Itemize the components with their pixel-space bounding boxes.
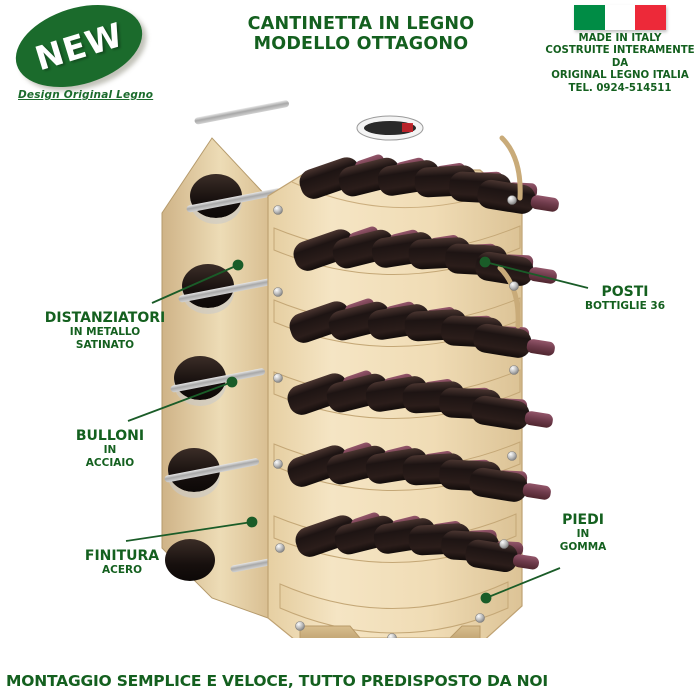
callout-sub2: SATINATO xyxy=(75,338,135,351)
origin-block: MADE IN ITALY COSTRUITE INTERAMENTE DA O… xyxy=(545,5,695,95)
callout-bulloni: BULLONI IN ACCIAIO xyxy=(50,428,170,469)
front-octagon-panel xyxy=(267,115,559,638)
rubber-feet xyxy=(299,625,481,638)
brand-sticker xyxy=(356,115,424,141)
callout-sub1: IN xyxy=(576,528,590,540)
title-line-2: MODELLO OTTAGONO xyxy=(253,34,469,54)
callout-title: POSTI xyxy=(601,284,649,300)
callout-posti: POSTI BOTTIGLIE 36 xyxy=(570,284,680,313)
origin-phone: TEL. 0924-514511 xyxy=(568,82,672,94)
callout-sub2: GOMMA xyxy=(559,540,607,553)
design-tagline: Design Original Legno xyxy=(18,89,154,101)
callout-distanziatori: DISTANZIATORI IN METALLO SATINATO xyxy=(30,310,180,351)
callout-sub1: IN METALLO xyxy=(69,326,141,338)
shelf-row xyxy=(279,512,539,634)
origin-text: MADE IN ITALY COSTRUITE INTERAMENTE DA O… xyxy=(545,33,695,95)
origin-line-2: COSTRUITE INTERAMENTE xyxy=(545,45,695,57)
callout-title: PIEDI xyxy=(562,512,604,528)
callout-sub1: ACERO xyxy=(101,564,143,576)
callout-piedi: PIEDI IN GOMMA xyxy=(538,512,628,553)
title-line-1: CANTINETTA IN LEGNO xyxy=(247,14,475,34)
new-badge: NEW xyxy=(5,0,153,102)
italy-flag-icon xyxy=(574,5,667,30)
page-title: CANTINETTA IN LEGNO MODELLO OTTAGONO xyxy=(232,14,490,54)
callout-sub1: BOTTIGLIE 36 xyxy=(584,300,666,312)
callout-sub2: ACCIAIO xyxy=(85,456,135,469)
origin-line-1: MADE IN ITALY xyxy=(578,33,662,44)
new-badge-label: NEW xyxy=(30,14,128,78)
callout-finitura: FINITURA ACERO xyxy=(62,548,182,577)
callout-title: BULLONI xyxy=(75,428,145,444)
callout-title: FINITURA xyxy=(84,548,160,564)
origin-line-3: DA xyxy=(611,57,629,69)
footer-banner: MONTAGGIO SEMPLICE E VELOCE, TUTTO PREDI… xyxy=(6,672,548,690)
origin-line-4: ORIGINAL LEGNO ITALIA xyxy=(551,70,689,82)
steel-bolts xyxy=(273,195,519,638)
callout-sub1: IN xyxy=(103,444,117,456)
callout-title: DISTANZIATORI xyxy=(44,310,166,326)
product-image-wine-rack xyxy=(161,100,559,638)
